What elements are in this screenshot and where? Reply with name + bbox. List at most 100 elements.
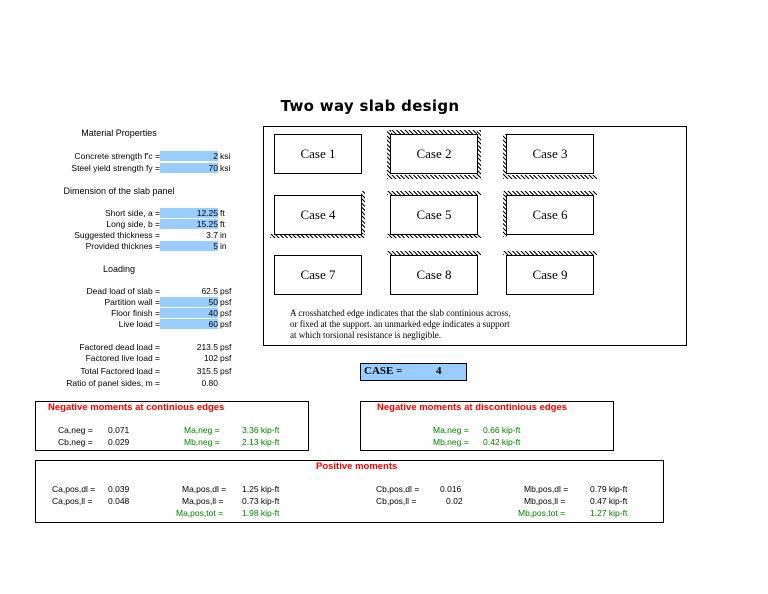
cb-neg-value: 0.029: [108, 437, 130, 447]
floor-finish-unit: psf: [220, 308, 232, 318]
short-side-input[interactable]: 12.25: [160, 208, 218, 218]
steel-yield-input[interactable]: 70: [160, 163, 218, 173]
positive-moments-box: Positive moments Ca,pos,dl = 0.039 Ca,po…: [35, 460, 664, 523]
neg-continuous-box: Negative moments at continious edges Ca,…: [35, 401, 309, 451]
cb-pos-dl-label: Cb,pos,dl =: [376, 484, 420, 494]
material-heading: Material Properties: [81, 128, 157, 138]
factored-live-label: Factored live load =: [85, 353, 160, 363]
floor-finish-input[interactable]: 40: [160, 308, 218, 318]
short-side-label: Short side, a =: [104, 208, 160, 218]
mb-neg-label: Mb,neg =: [184, 437, 220, 447]
live-load-input[interactable]: 60: [160, 319, 218, 329]
cb-pos-dl-value: 0.016: [440, 484, 462, 494]
live-load-label: Live load =: [118, 319, 160, 329]
case-1: Case 1: [274, 134, 362, 174]
mb-pos-tot-value: 1.27 kip-ft: [590, 508, 628, 518]
dimension-heading: Dimension of the slab panel: [63, 186, 175, 196]
hatch-edge: [387, 130, 391, 179]
ma-neg-value: 3.36 kip-ft: [242, 425, 280, 435]
case-note-line: A crosshatched edge indicates that the s…: [290, 308, 511, 318]
case-selector[interactable]: CASE = 4: [360, 363, 467, 381]
provided-thickness-label: Provided thicknes =: [85, 241, 160, 251]
ca-pos-dl-value: 0.039: [108, 484, 130, 494]
case-8: Case 8: [390, 255, 478, 295]
case-5: Case 5: [390, 195, 478, 235]
ma-neg-disc-value: 0.66 kip-ft: [483, 425, 521, 435]
provided-thickness-unit: in: [220, 241, 227, 251]
suggested-thickness-unit: in: [220, 230, 227, 240]
live-load-unit: psf: [220, 319, 232, 329]
long-side-input[interactable]: 15.25: [160, 219, 218, 229]
mb-neg-disc-value: 0.42 kip-ft: [483, 437, 521, 447]
ma-pos-tot-value: 1.98 kip-ft: [242, 508, 280, 518]
ratio-value: 0.80: [201, 378, 218, 388]
ca-neg-label: Ca,neg =: [58, 425, 93, 435]
provided-thickness-input[interactable]: 5: [160, 241, 218, 251]
hatch-edge: [477, 130, 481, 179]
factored-dead-unit: psf: [220, 342, 232, 352]
total-factored-label: Total Factored load =: [80, 366, 160, 376]
partition-wall-unit: psf: [220, 297, 232, 307]
case-note-line: or fixed at the support. an unmarked edg…: [290, 319, 510, 329]
mb-neg-disc-label: Mb,neg =: [433, 437, 469, 447]
hatch-edge: [387, 234, 481, 238]
neg-continuous-title: Negative moments at continious edges: [48, 402, 225, 413]
ma-neg-label: Ma,neg =: [184, 425, 220, 435]
cb-pos-ll-value: 0.02: [446, 496, 463, 506]
mb-pos-dl-label: Mb,pos,dl =: [524, 484, 569, 494]
short-side-unit: ft: [220, 208, 225, 218]
concrete-strength-label: Concrete strength f'c =: [74, 151, 161, 161]
loading-heading: Loading: [102, 264, 136, 274]
case-9: Case 9: [506, 255, 594, 295]
dead-load-unit: psf: [220, 286, 232, 296]
hatch-edge: [387, 175, 481, 179]
total-factored-unit: psf: [220, 366, 232, 376]
concrete-strength-input[interactable]: 2: [160, 151, 218, 161]
ma-pos-ll-value: 0.73 kip-ft: [242, 496, 280, 506]
mb-pos-tot-label: Mb,pos,tot =: [518, 508, 566, 518]
long-side-label: Long side, b =: [106, 219, 160, 229]
case-3: Case 3: [506, 134, 594, 174]
steel-yield-label: Steel yield strength fy =: [71, 163, 160, 173]
mb-neg-value: 2.13 kip-ft: [242, 437, 280, 447]
case-6: Case 6: [506, 195, 594, 235]
ca-neg-value: 0.071: [108, 425, 130, 435]
hatch-edge: [387, 191, 481, 195]
ratio-label: Ratio of panel sides, m =: [66, 378, 160, 388]
hatch-edge: [503, 251, 597, 255]
mb-pos-dl-value: 0.79 kip-ft: [590, 484, 628, 494]
ma-pos-dl-value: 1.25 kip-ft: [242, 484, 280, 494]
mb-pos-ll-value: 0.47 kip-ft: [590, 496, 628, 506]
mb-pos-ll-label: Mb,pos,ll =: [524, 496, 566, 506]
dead-load-value: 62.5: [201, 286, 218, 296]
cb-neg-label: Cb,neg =: [58, 437, 93, 447]
ca-pos-ll-label: Ca,pos,ll =: [52, 496, 93, 506]
floor-finish-label: Floor finish =: [111, 308, 160, 318]
hatch-edge: [503, 175, 597, 179]
concrete-strength-unit: ksi: [220, 151, 231, 161]
hatch-edge: [387, 251, 481, 255]
factored-dead-value: 213.5: [196, 342, 218, 352]
total-factored-value: 315.5: [196, 366, 218, 376]
ma-pos-tot-label: Ma,pos,tot =: [176, 508, 224, 518]
hatch-edge: [387, 130, 481, 134]
suggested-thickness-value: 3.7: [206, 230, 218, 240]
hatch-edge: [503, 191, 507, 237]
suggested-thickness-label: Suggested thickness =: [74, 230, 160, 240]
ma-neg-disc-label: Ma,neg =: [433, 425, 469, 435]
dead-load-label: Dead load of slab =: [86, 286, 160, 296]
hatch-edge: [270, 234, 365, 238]
hatch-edge: [503, 134, 507, 179]
case-note-line: at which torsional resistance is negligi…: [290, 330, 441, 340]
hatch-edge: [503, 191, 597, 195]
partition-wall-input[interactable]: 50: [160, 297, 218, 307]
factored-dead-label: Factored dead load =: [79, 342, 160, 352]
case-4: Case 4: [274, 195, 362, 235]
case-7: Case 7: [274, 255, 362, 295]
long-side-unit: ft: [220, 219, 225, 229]
ma-pos-dl-label: Ma,pos,dl =: [182, 484, 227, 494]
ca-pos-dl-label: Ca,pos,dl =: [52, 484, 96, 494]
case-2: Case 2: [390, 134, 478, 174]
case-selector-value[interactable]: 4: [436, 365, 442, 377]
neg-discontinuous-title: Negative moments at discontinious edges: [377, 402, 568, 413]
